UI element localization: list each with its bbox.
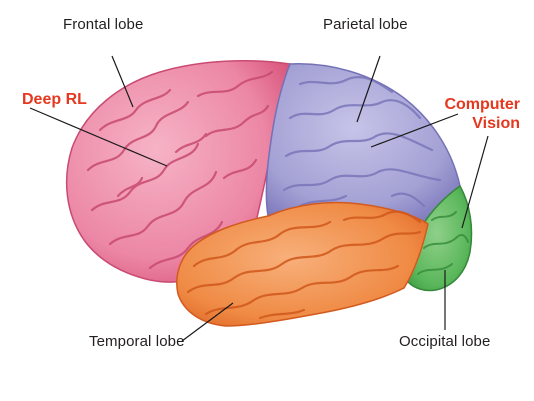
computer-vision-annotation: Computer Vision <box>444 95 520 133</box>
occipital-lobe-label: Occipital lobe <box>399 333 490 350</box>
computer-vision-line2: Vision <box>444 114 520 133</box>
parietal-lobe-label: Parietal lobe <box>323 16 408 33</box>
occipital-top-leader-line <box>462 136 488 228</box>
computer-vision-line1: Computer <box>444 95 520 114</box>
deep-rl-annotation: Deep RL <box>22 91 87 109</box>
parietal-lobe-region <box>266 64 460 224</box>
frontal-lobe-label: Frontal lobe <box>63 16 143 33</box>
temporal-lobe-label: Temporal lobe <box>89 333 185 350</box>
